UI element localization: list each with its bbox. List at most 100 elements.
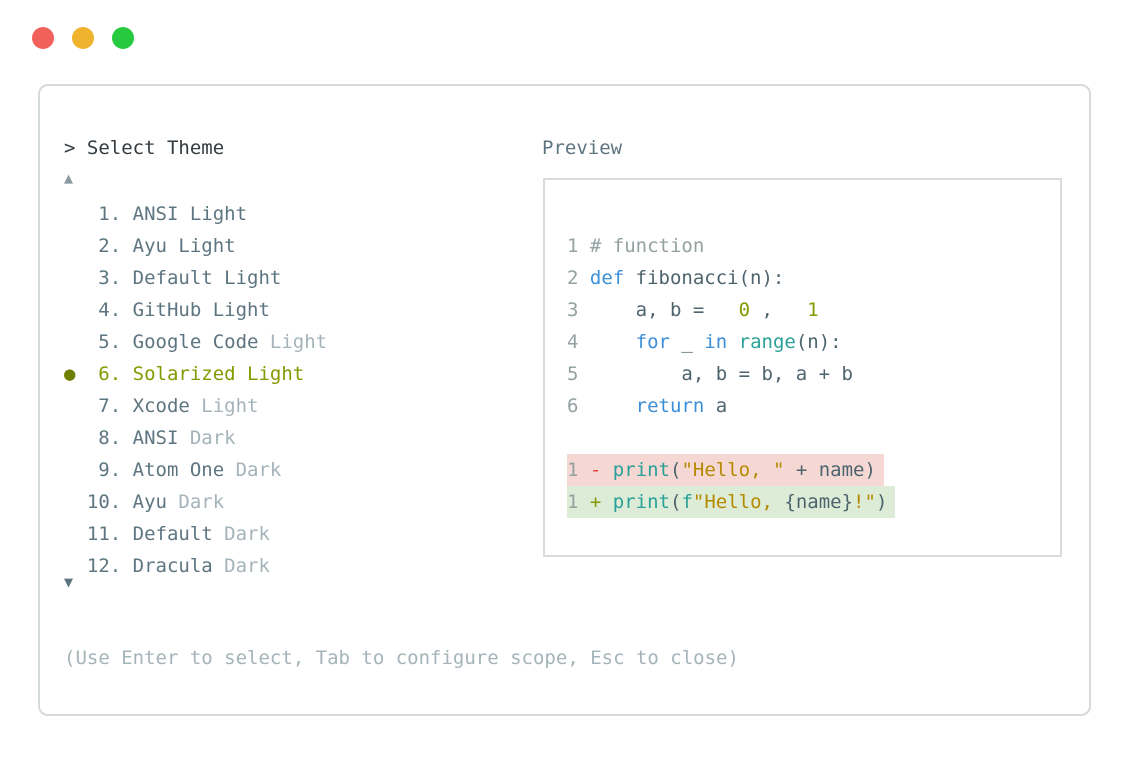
diff-removed-highlight: 1 - print("Hello, " + name): [567, 454, 884, 486]
theme-list-item[interactable]: 10. Ayu Dark: [64, 486, 327, 518]
preview-box: 1 # function 2 def fibonacci(n): 3 a, b = …: [543, 178, 1062, 557]
code-token-num: 0: [738, 299, 751, 321]
code-line-diff-added: 1 + print(f"Hello, {name}!"): [567, 486, 1060, 518]
code-token-txt: fibonacci(n):: [635, 267, 785, 289]
theme-list-item[interactable]: 2.Ayu Light: [64, 230, 327, 262]
code-token-ln: 6: [567, 395, 590, 417]
code-token-str: "Hello,: [692, 491, 785, 513]
theme-list-item[interactable]: 11.Default Dark: [64, 518, 327, 550]
zoom-button[interactable]: [112, 27, 134, 49]
marker-spacer: [64, 422, 87, 454]
close-button[interactable]: [32, 27, 54, 49]
code-token-ln: 1: [567, 235, 590, 257]
theme-item-number: 7.: [98, 395, 122, 417]
code-token-txt: ): [875, 491, 888, 513]
code-token-ln: 1: [567, 459, 590, 481]
selected-bullet-icon: ●: [64, 363, 76, 385]
theme-item-number: 8.: [98, 427, 122, 449]
theme-list: 1.ANSI Light 2.Ayu Light 3.Default Light…: [64, 198, 327, 582]
code-token-kw: def: [589, 267, 636, 289]
code-token-fn: f: [681, 491, 693, 513]
theme-item-name: Google Code: [132, 331, 270, 353]
prompt-caret: >: [64, 137, 76, 159]
theme-item-name: Ayu: [132, 235, 179, 257]
prompt-title: Select Theme: [86, 137, 225, 159]
marker-spacer: [64, 486, 87, 518]
code-token-str: "Hello, ": [681, 459, 785, 481]
code-line-diff-removed: 1 - print("Hello, " + name): [567, 454, 1060, 486]
code-token-txt: + name): [784, 459, 876, 481]
theme-list-item[interactable]: 12.Dracula Dark: [64, 550, 327, 582]
code-token-txt: ,: [761, 299, 785, 321]
theme-list-item[interactable]: 8. ANSI Dark: [64, 422, 327, 454]
code-token-grn: +: [589, 491, 613, 513]
code-line: 1 # function: [567, 230, 1060, 262]
code-line: 3 a, b = 0, 1: [567, 294, 1060, 326]
scroll-up-icon[interactable]: ▲: [64, 169, 74, 187]
theme-item-variant: Dark: [224, 523, 270, 545]
window-controls: [32, 27, 134, 49]
code-token-txt: (: [669, 459, 682, 481]
theme-picker-panel: > Select Theme ▲ 1.ANSI Light 2.Ayu Ligh…: [38, 84, 1091, 716]
marker-spacer: [64, 294, 87, 326]
code-token-txt: _: [681, 331, 705, 353]
scroll-down-icon[interactable]: ▼: [64, 573, 74, 591]
theme-item-variant: Dark: [189, 427, 236, 449]
keyboard-hint: (Use Enter to select, Tab to configure s…: [64, 647, 739, 669]
theme-item-name: ANSI: [132, 427, 190, 449]
theme-list-item[interactable]: 9.Atom One Dark: [64, 454, 327, 486]
marker-spacer: [64, 454, 87, 486]
theme-item-number: 3.: [98, 267, 122, 289]
marker-spacer: [64, 262, 87, 294]
code-line: 5 a, b = b, a + b: [567, 358, 1060, 390]
marker-spacer: [64, 230, 87, 262]
theme-list-item[interactable]: 4.GitHub Light: [64, 294, 327, 326]
code-token-num: 1: [807, 299, 819, 321]
code-token-ln: 2: [567, 267, 590, 289]
theme-list-item[interactable]: 5.Google Code Light: [64, 326, 327, 358]
preview-label: Preview: [542, 137, 623, 159]
theme-item-name: Ayu: [132, 491, 179, 513]
code-token-fn: print: [612, 491, 670, 513]
theme-item-number: 4.: [98, 299, 122, 321]
code-line: 4 for _ in range(n):: [567, 326, 1060, 358]
theme-item-variant: Light: [189, 203, 248, 225]
theme-list-item[interactable]: 1.ANSI Light: [64, 198, 327, 230]
code-token-kw: for: [635, 331, 682, 353]
theme-item-number: 2.: [98, 235, 122, 257]
code-token-ln: 5: [567, 363, 590, 385]
code-token-kw: in: [704, 331, 739, 353]
theme-item-name: Default: [132, 267, 225, 289]
theme-item-variant: Light: [247, 363, 305, 385]
theme-item-name: GitHub: [132, 299, 213, 321]
code-token-fn: print: [612, 459, 670, 481]
theme-item-name: Xcode: [132, 395, 202, 417]
theme-item-number: 5.: [98, 331, 122, 353]
theme-item-variant: Light: [224, 267, 282, 289]
code-token-kw: return: [635, 395, 716, 417]
diff-added-highlight: 1 + print(f"Hello, {name}!"): [567, 486, 896, 518]
theme-item-number: 12.: [86, 555, 122, 577]
code-token-txt: (: [669, 491, 682, 513]
theme-list-item[interactable]: ●6.Solarized Light: [64, 358, 327, 390]
theme-item-name: Atom One: [132, 459, 236, 481]
code-token-txt: a: [715, 395, 728, 417]
code-token-str: !": [853, 491, 876, 513]
theme-list-item[interactable]: 3. Default Light: [64, 262, 327, 294]
theme-item-number: 10.: [86, 491, 122, 513]
theme-item-number: 1.: [98, 203, 122, 225]
code-token-ln: 4: [567, 331, 590, 353]
theme-item-name: Default: [132, 523, 225, 545]
code-token-com: # function: [589, 235, 705, 257]
theme-list-item[interactable]: 7.Xcode Light: [64, 390, 327, 422]
theme-item-name: Dracula: [132, 555, 225, 577]
theme-item-number: 9.: [98, 459, 122, 481]
code-token-txt: [590, 331, 636, 353]
theme-item-variant: Dark: [178, 491, 225, 513]
code-token-txt: a, b =: [589, 299, 716, 321]
minimize-button[interactable]: [72, 27, 94, 49]
code-preview: 1 # function 2 def fibonacci(n): 3 a, b = …: [545, 180, 1060, 518]
code-token-red: -: [589, 459, 613, 481]
marker-spacer: [64, 518, 87, 550]
theme-item-number: 6.: [98, 363, 122, 385]
